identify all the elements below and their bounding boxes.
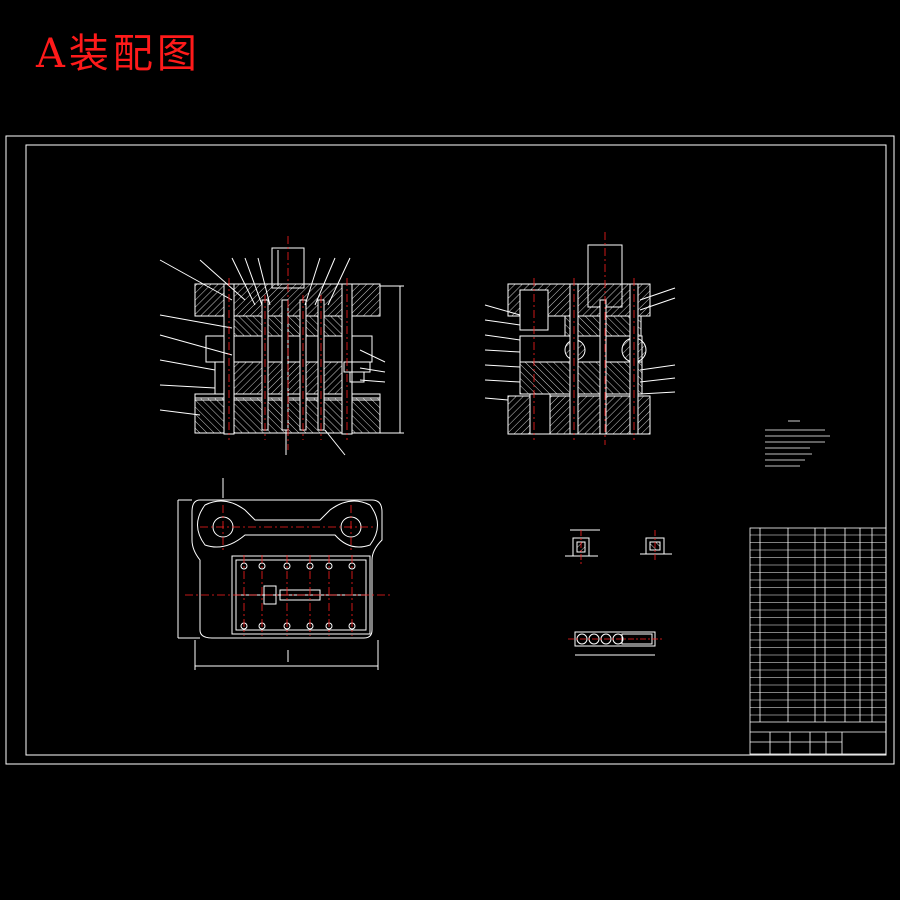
technical-notes <box>765 420 830 467</box>
front-section-centerlines <box>228 236 348 450</box>
sheet-inner-border <box>25 144 887 756</box>
drawing-title: A装配图 <box>36 31 201 77</box>
sheet-outer-border <box>5 135 895 765</box>
detail-centerlines <box>568 530 662 640</box>
side-section-centerlines <box>533 232 635 445</box>
detail-view-1[interactable] <box>565 529 600 557</box>
parts-list-rows <box>750 534 886 716</box>
side-section-view[interactable] <box>484 244 676 435</box>
front-section-view[interactable] <box>159 247 404 456</box>
strip-layout[interactable] <box>574 631 656 656</box>
plan-view-centerlines <box>185 505 392 636</box>
detail-view-2[interactable] <box>640 537 672 555</box>
parts-list-table[interactable] <box>749 527 887 755</box>
